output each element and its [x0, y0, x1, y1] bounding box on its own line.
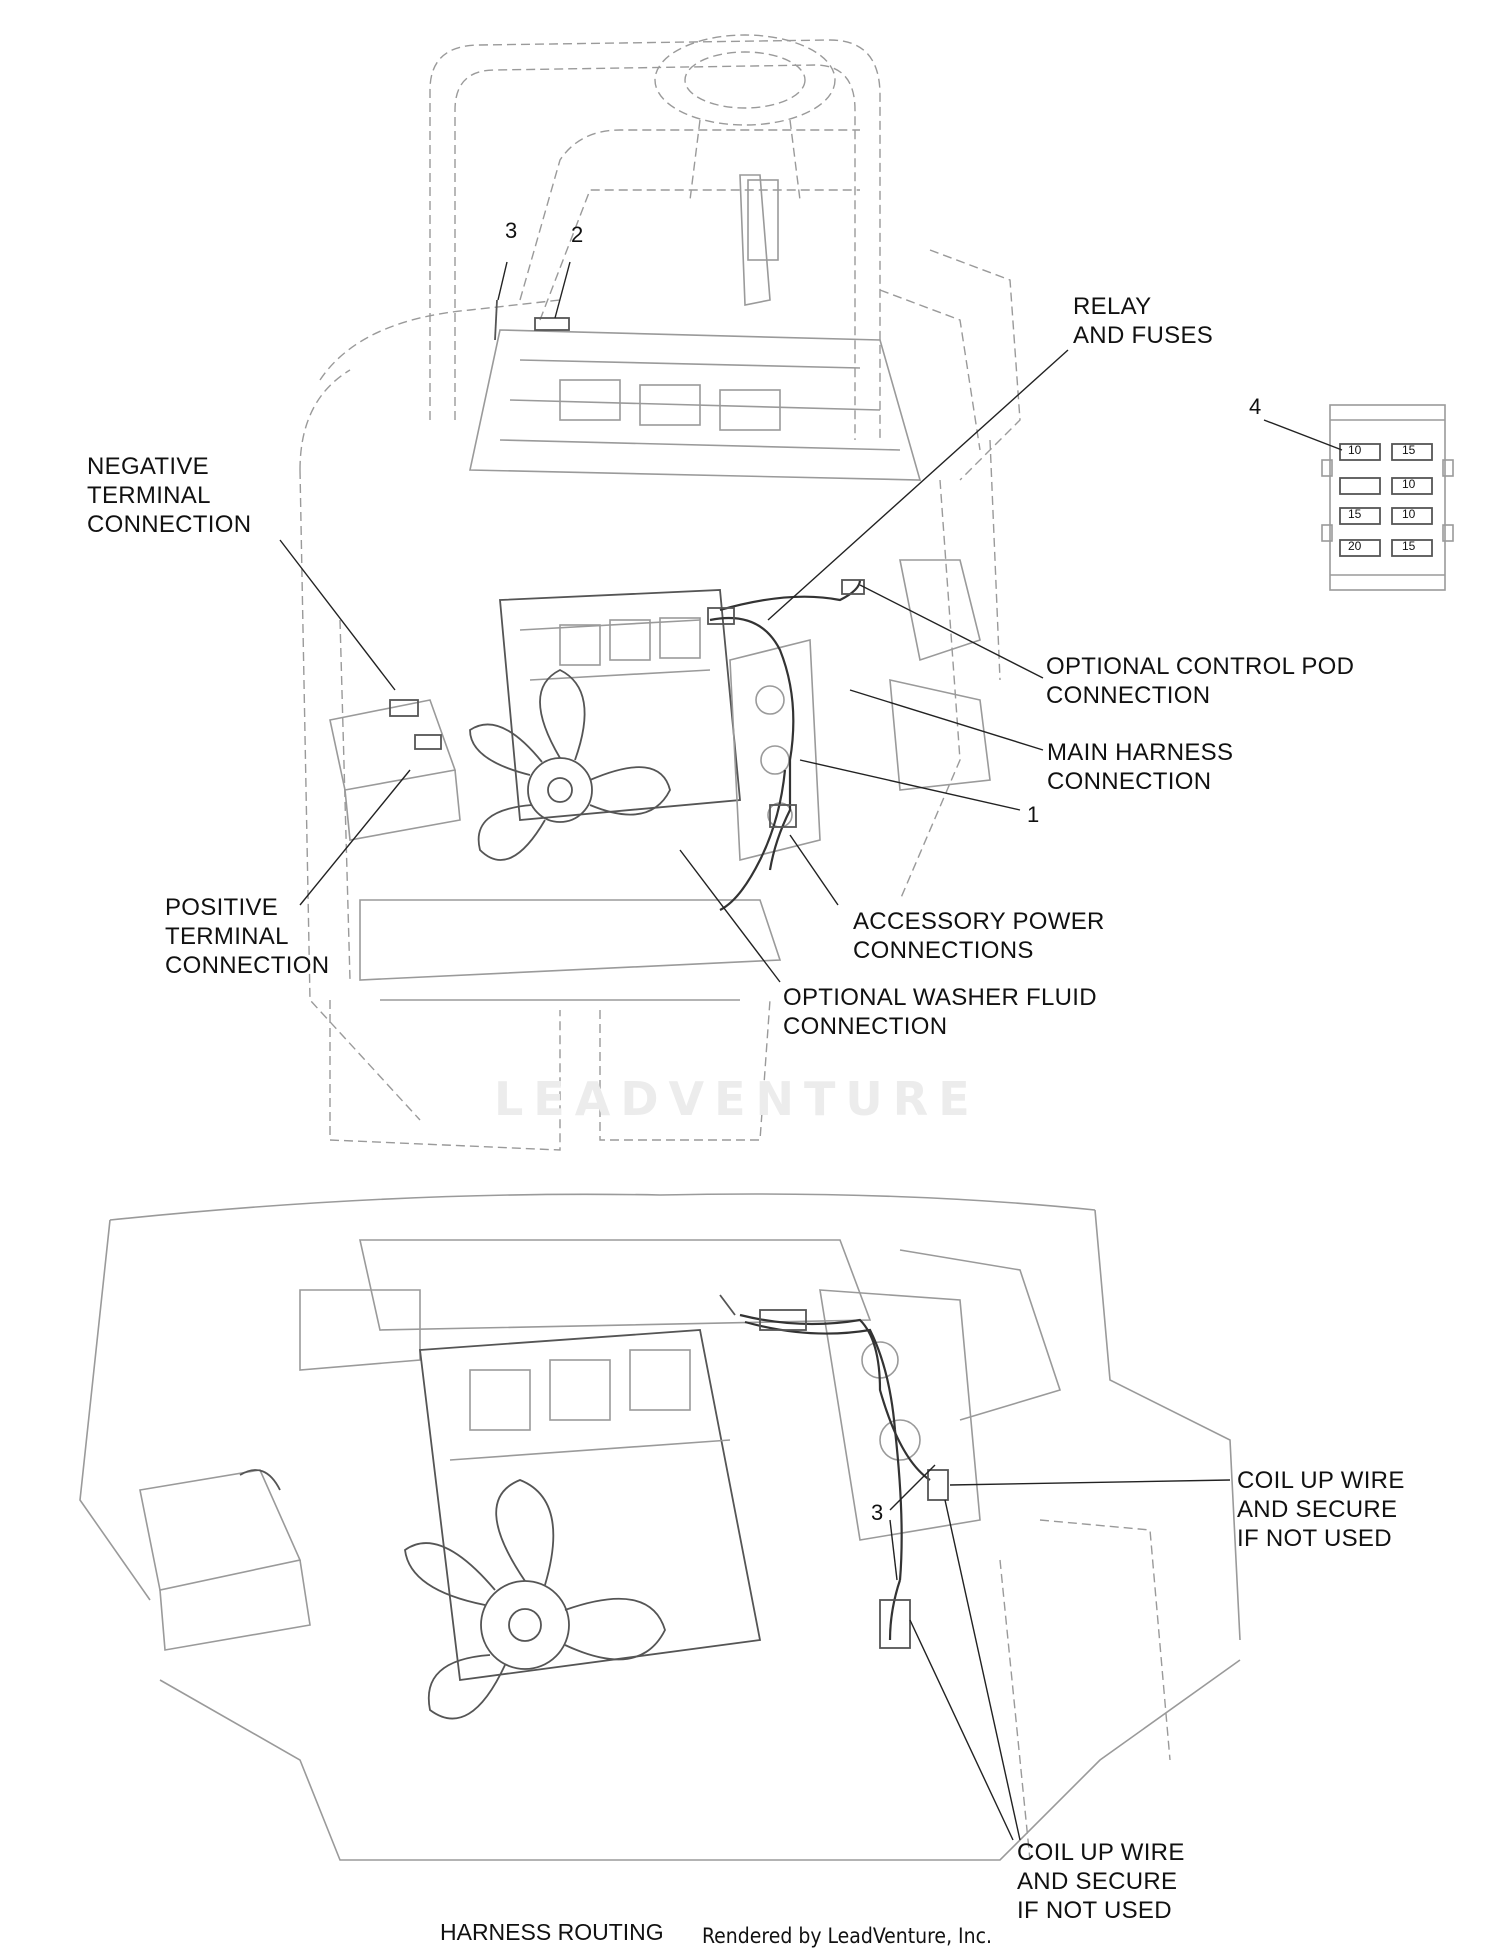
coil-up-lower-line-3: IF NOT USED	[1017, 1897, 1172, 1924]
coil-up-upper-line-3: IF NOT USED	[1237, 1525, 1392, 1552]
fuse-rating-6: 20	[1348, 539, 1362, 553]
main-harness-line-2: CONNECTION	[1047, 768, 1212, 795]
coil-up-lower-label: COIL UP WIRE AND SECURE IF NOT USED	[1017, 1838, 1185, 1925]
optional-control-pod-line-1: OPTIONAL CONTROL POD	[1046, 653, 1355, 680]
coil-up-upper-line-2: AND SECURE	[1237, 1496, 1398, 1523]
relay-fuses-line-1: RELAY	[1073, 293, 1152, 320]
callout-2: 2	[571, 222, 584, 247]
negative-terminal-line-3: CONNECTION	[87, 511, 252, 538]
optional-washer-line-2: CONNECTION	[783, 1013, 948, 1040]
main-harness-line-1: MAIN HARNESS	[1047, 739, 1234, 766]
positive-terminal-label: POSITIVE TERMINAL CONNECTION	[165, 893, 329, 980]
coil-up-upper-line-1: COIL UP WIRE	[1237, 1467, 1405, 1494]
watermark: LEADVENTURE	[494, 1072, 980, 1126]
optional-control-pod-line-2: CONNECTION	[1046, 682, 1211, 709]
callout-3-bottom: 3	[871, 1500, 884, 1525]
callout-4: 4	[1249, 394, 1262, 419]
callout-3-top: 3	[505, 218, 518, 243]
upper-harness-wire	[494, 299, 865, 911]
fuse-rating-5: 10	[1402, 507, 1416, 521]
relay-fuses-line-2: AND FUSES	[1073, 322, 1214, 349]
lower-harness-wire	[719, 1294, 949, 1649]
negative-terminal-line-2: TERMINAL	[87, 482, 211, 509]
positive-terminal-line-1: POSITIVE	[165, 894, 279, 921]
fuse-rating-7: 15	[1402, 539, 1416, 553]
positive-terminal-line-3: CONNECTION	[165, 952, 330, 979]
leader-lines	[279, 261, 1343, 1841]
optional-washer-line-1: OPTIONAL WASHER FLUID	[783, 984, 1097, 1011]
fuse-rating-1: 10	[1348, 443, 1362, 457]
accessory-power-label: ACCESSORY POWER CONNECTIONS	[853, 907, 1105, 965]
relay-fuses-label: RELAY AND FUSES	[1073, 292, 1213, 350]
render-credit: Rendered by LeadVenture, Inc.	[702, 1924, 992, 1948]
fuse-block-illustration	[1321, 404, 1454, 591]
fuse-rating-3: 10	[1402, 477, 1416, 491]
upper-machine-outline	[299, 34, 1021, 1151]
positive-terminal-line-2: TERMINAL	[165, 923, 289, 950]
coil-up-lower-line-1: COIL UP WIRE	[1017, 1839, 1185, 1866]
callout-1: 1	[1027, 802, 1040, 827]
main-harness-label: MAIN HARNESS CONNECTION	[1047, 738, 1233, 796]
fuse-rating-4: 15	[1348, 507, 1362, 521]
lower-machine-outline	[79, 1193, 1241, 1861]
coil-up-upper-label: COIL UP WIRE AND SECURE IF NOT USED	[1237, 1466, 1405, 1553]
optional-washer-label: OPTIONAL WASHER FLUID CONNECTION	[783, 983, 1097, 1041]
accessory-power-line-1: ACCESSORY POWER	[853, 908, 1105, 935]
diagram-caption: HARNESS ROUTING	[440, 1919, 664, 1945]
optional-control-pod-label: OPTIONAL CONTROL POD CONNECTION	[1046, 652, 1354, 710]
negative-terminal-line-1: NEGATIVE	[87, 453, 209, 480]
negative-terminal-label: NEGATIVE TERMINAL CONNECTION	[87, 452, 251, 539]
coil-up-lower-line-2: AND SECURE	[1017, 1868, 1178, 1895]
accessory-power-line-2: CONNECTIONS	[853, 937, 1034, 964]
fuse-rating-2: 15	[1402, 443, 1416, 457]
